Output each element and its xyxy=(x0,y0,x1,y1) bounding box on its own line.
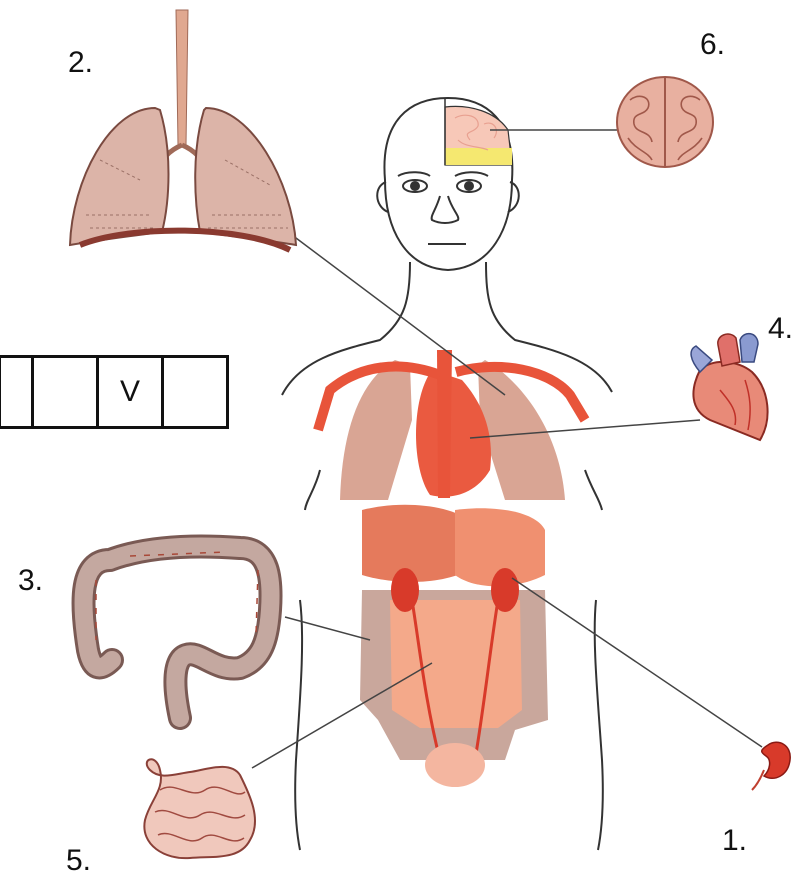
kidney-icon xyxy=(752,742,790,790)
body-left-kidney xyxy=(391,568,419,612)
body-liver xyxy=(362,505,470,582)
answer-cell-2[interactable] xyxy=(33,357,98,428)
answer-cell-3[interactable]: V xyxy=(98,357,163,428)
heart-icon xyxy=(691,334,768,440)
label-4: 4. xyxy=(768,314,793,344)
answer-row: V xyxy=(0,357,228,428)
connector-colon xyxy=(285,617,370,640)
colon-icon xyxy=(83,546,270,718)
head-brain-section xyxy=(445,98,512,165)
label-5: 5. xyxy=(66,846,91,876)
answer-cell-1[interactable] xyxy=(0,357,33,428)
body-bladder xyxy=(425,743,485,787)
brain-icon xyxy=(617,77,713,167)
lungs-icon-left xyxy=(70,108,169,245)
label-6: 6. xyxy=(700,30,725,60)
lungs-icon xyxy=(70,10,296,250)
small-intestine-icon xyxy=(144,759,255,858)
label-2: 2. xyxy=(68,48,93,78)
body-small-intestine xyxy=(390,600,522,728)
lungs-icon-right xyxy=(195,108,296,245)
answer-table: V xyxy=(0,355,229,429)
label-1: 1. xyxy=(722,826,747,856)
internal-organs xyxy=(318,350,585,787)
body-right-kidney xyxy=(491,568,519,612)
answer-cell-4[interactable] xyxy=(163,357,228,428)
connector-kidney xyxy=(512,578,762,747)
label-3: 3. xyxy=(18,566,43,596)
